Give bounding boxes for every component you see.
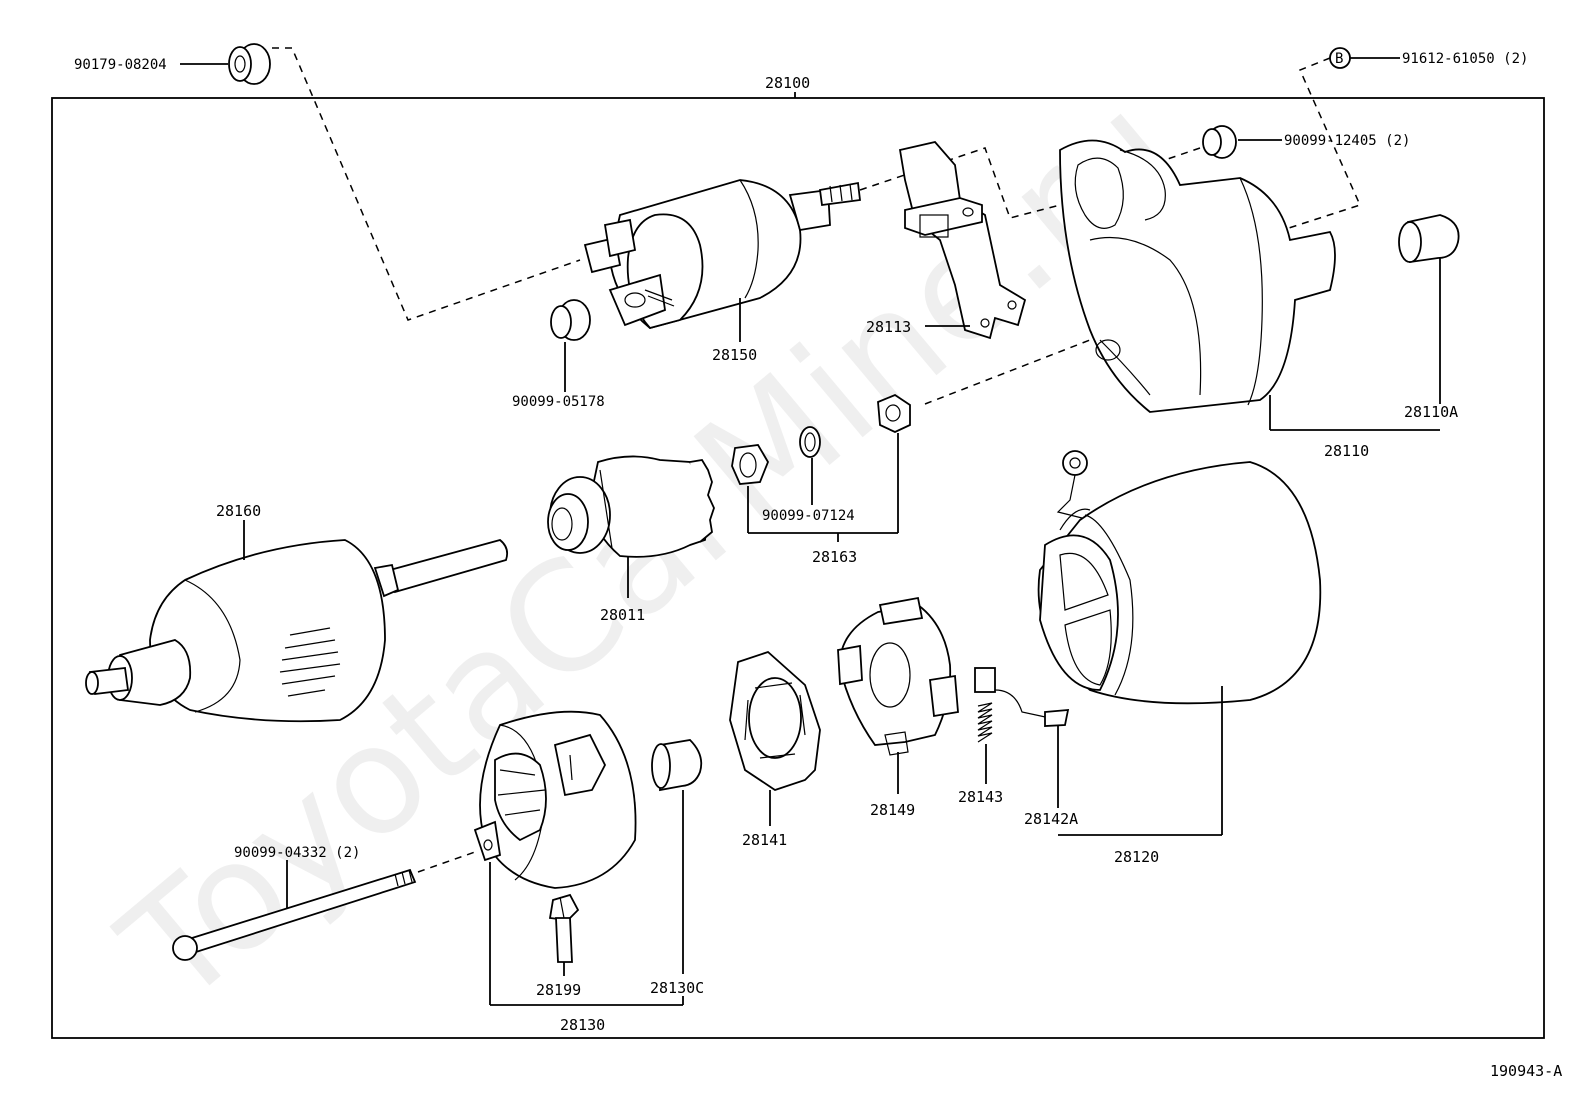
- armature-icon: [85, 539, 509, 723]
- label-28110[interactable]: 28110: [1324, 442, 1369, 460]
- cap-icon: [550, 299, 591, 341]
- label-90099-04332[interactable]: 90099-04332 (2): [234, 845, 360, 861]
- brush-holder-icon: [837, 596, 959, 756]
- label-91612-61050[interactable]: 91612-61050 (2): [1402, 51, 1528, 67]
- label-90099-12405[interactable]: 90099-12405 (2): [1284, 133, 1410, 149]
- label-28199[interactable]: 28199: [536, 981, 581, 999]
- diagram-id: 190943-A: [1490, 1062, 1562, 1080]
- field-frame-icon: [1037, 450, 1322, 705]
- insulator-plate-icon: [729, 650, 821, 791]
- frame-screw-icon: [548, 893, 580, 963]
- label-28163[interactable]: 28163: [812, 548, 857, 566]
- label-28110A[interactable]: 28110A: [1404, 403, 1458, 421]
- label-28120[interactable]: 28120: [1114, 848, 1159, 866]
- label-28130C[interactable]: 28130C: [650, 979, 704, 997]
- label-28160[interactable]: 28160: [216, 502, 261, 520]
- brush-spring-icon: [977, 702, 993, 743]
- label-28113[interactable]: 28113: [866, 318, 911, 336]
- nut-icon: [1202, 125, 1237, 159]
- marker-b: B: [1335, 51, 1343, 67]
- end-frame-bushing-icon: [651, 739, 703, 792]
- commutator-end-frame-icon: [473, 710, 637, 889]
- retainer-icon: [731, 444, 769, 485]
- stop-collar-icon: [877, 393, 911, 433]
- label-28141[interactable]: 28141: [742, 831, 787, 849]
- brush-icon: [974, 667, 1070, 727]
- assembly-frame: [51, 97, 1545, 1039]
- solenoid-icon: [583, 179, 861, 330]
- label-28130[interactable]: 28130: [560, 1016, 605, 1034]
- label-90179-08204[interactable]: 90179-08204: [74, 57, 167, 73]
- label-28150[interactable]: 28150: [712, 346, 757, 364]
- bushing-icon: [1398, 214, 1460, 264]
- label-28142A[interactable]: 28142A: [1024, 810, 1078, 828]
- drive-housing-icon: [1059, 139, 1336, 413]
- label-90099-05178[interactable]: 90099-05178: [512, 394, 605, 410]
- cap-bolt-icon: [228, 43, 271, 85]
- through-bolt-icon: [172, 868, 417, 961]
- label-28011[interactable]: 28011: [600, 606, 645, 624]
- label-28143[interactable]: 28143: [958, 788, 1003, 806]
- washer-icon: [799, 426, 821, 458]
- starter-clutch-icon: [547, 455, 715, 558]
- label-90099-07124[interactable]: 90099-07124: [762, 508, 855, 524]
- contact-plate-icon: [898, 141, 1027, 340]
- label-28149[interactable]: 28149: [870, 801, 915, 819]
- label-28100[interactable]: 28100: [765, 74, 810, 92]
